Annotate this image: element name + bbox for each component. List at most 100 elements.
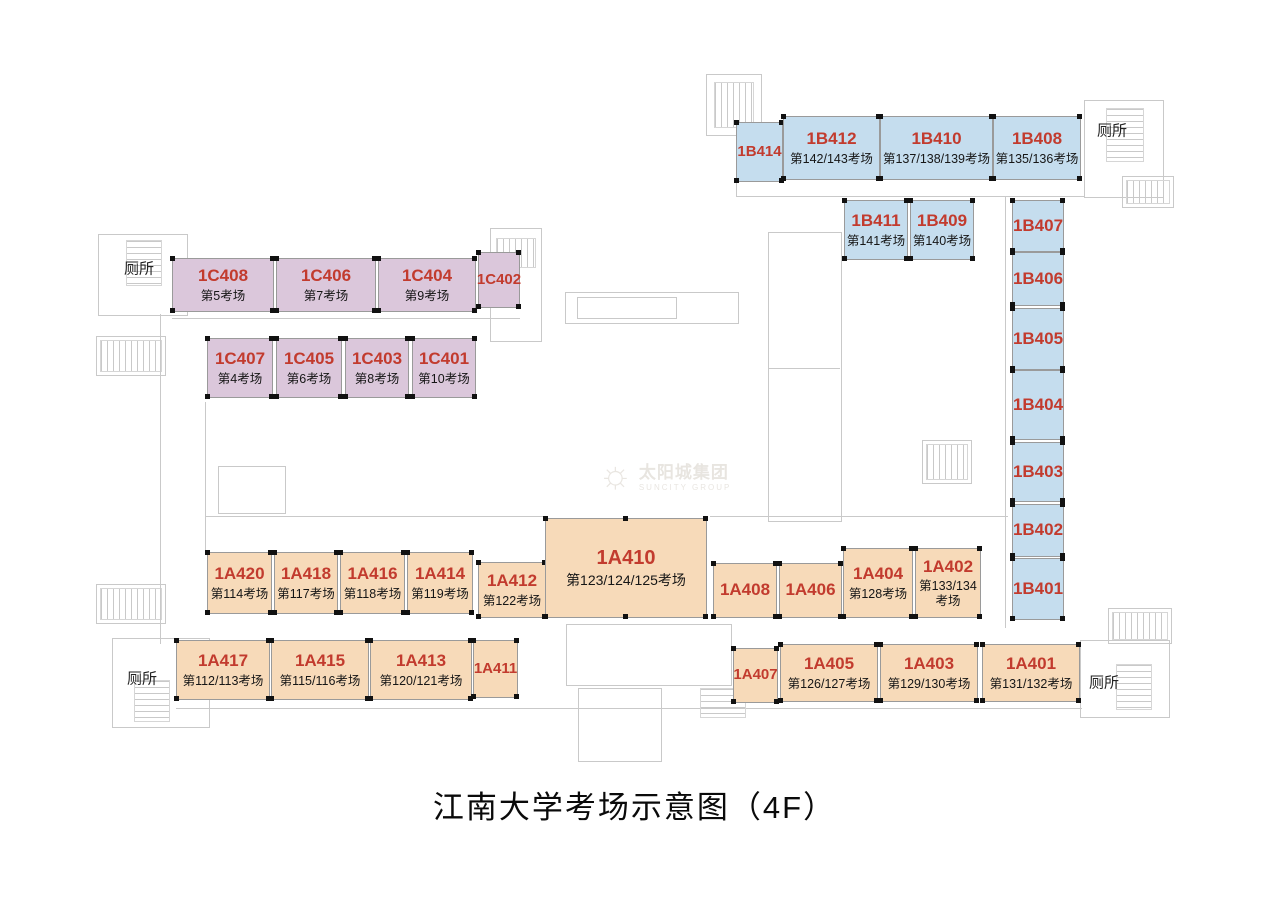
room-exam-label: 第128考场 <box>848 586 908 601</box>
room-1B405: 1B405 <box>1010 306 1065 371</box>
room-exam-label: 第9考场 <box>404 288 450 303</box>
outline-shape <box>172 318 520 319</box>
column-marker <box>205 336 210 341</box>
room-1B404: 1B404 <box>1010 368 1065 441</box>
column-marker <box>781 114 786 119</box>
outline-shape <box>218 466 286 514</box>
sun-icon: ☼ <box>598 454 633 496</box>
column-marker <box>874 698 879 703</box>
outline-shape <box>1108 608 1172 644</box>
column-marker <box>543 614 548 619</box>
column-marker <box>268 550 273 555</box>
column-marker <box>731 699 736 704</box>
room-exam-label: 第8考场 <box>354 371 400 386</box>
room-code: 1B411 <box>851 210 901 230</box>
column-marker <box>170 256 175 261</box>
room-exam-label: 第123/124/125考场 <box>566 572 686 589</box>
column-marker <box>781 176 786 181</box>
column-marker <box>977 546 982 551</box>
outline-shape <box>768 368 840 369</box>
column-marker <box>266 696 271 701</box>
column-marker <box>272 610 277 615</box>
column-marker <box>991 114 996 119</box>
column-marker <box>205 550 210 555</box>
column-marker <box>1060 556 1065 561</box>
column-marker <box>1060 553 1065 558</box>
column-marker <box>1060 302 1065 307</box>
column-marker <box>778 642 783 647</box>
column-marker <box>274 308 279 313</box>
outline-shape <box>160 314 161 644</box>
column-marker <box>472 256 477 261</box>
column-marker <box>842 198 847 203</box>
column-marker <box>1060 440 1065 445</box>
column-marker <box>1060 616 1065 621</box>
column-marker <box>711 614 716 619</box>
column-marker <box>1076 698 1081 703</box>
column-marker <box>514 694 519 699</box>
room-exam-label: 第117考场 <box>277 586 335 601</box>
outline-shape <box>736 196 1084 197</box>
column-marker <box>476 250 481 255</box>
column-marker <box>1010 616 1015 621</box>
room-code: 1A414 <box>414 563 466 583</box>
room-1B402: 1B402 <box>1010 502 1065 558</box>
column-marker <box>274 256 279 261</box>
column-marker <box>913 546 918 551</box>
column-marker <box>878 698 883 703</box>
stairs-icon <box>100 588 162 620</box>
column-marker <box>471 638 476 643</box>
room-code: 1B412 <box>806 128 857 148</box>
outline-shape <box>710 516 1008 517</box>
column-marker <box>269 638 274 643</box>
column-marker <box>472 394 477 399</box>
column-marker <box>774 646 779 651</box>
outline-shape <box>565 292 739 324</box>
column-marker <box>338 394 343 399</box>
column-marker <box>269 336 274 341</box>
room-code: 1A418 <box>280 563 332 583</box>
column-marker <box>476 304 481 309</box>
room-1C404: 1C404 第9考场 <box>376 256 477 313</box>
column-marker <box>1010 553 1015 558</box>
column-marker <box>1010 556 1015 561</box>
column-marker <box>970 198 975 203</box>
toilet-label: 厕所 <box>123 260 155 278</box>
column-marker <box>514 638 519 643</box>
outline-shape <box>96 584 166 624</box>
outline-shape <box>768 232 842 522</box>
outline-shape <box>176 708 1082 709</box>
stairs-icon <box>1112 612 1168 640</box>
stairs-icon <box>1116 664 1152 710</box>
watermark: ☼ 太阳城集团 SUNCITY GROUP <box>598 456 731 494</box>
column-marker <box>904 198 909 203</box>
room-code: 1A420 <box>214 563 265 583</box>
stairs-icon <box>926 444 968 480</box>
outline-shape <box>578 688 662 762</box>
column-marker <box>338 336 343 341</box>
room-code: 1B408 <box>1011 128 1063 148</box>
column-marker <box>334 550 339 555</box>
column-marker <box>773 561 778 566</box>
room-1A404: 1A404 第128考场 <box>841 546 914 619</box>
column-marker <box>170 308 175 313</box>
column-marker <box>909 546 914 551</box>
room-code: 1A410 <box>596 547 656 570</box>
column-marker <box>543 516 548 521</box>
room-code: 1C407 <box>214 348 266 368</box>
room-code: 1C408 <box>197 265 249 285</box>
room-code: 1C404 <box>401 265 453 285</box>
room-code: 1A404 <box>852 563 904 583</box>
column-marker <box>779 120 784 125</box>
column-marker <box>372 308 377 313</box>
room-1A407: 1A407 <box>731 646 779 704</box>
column-marker <box>269 394 274 399</box>
column-marker <box>268 610 273 615</box>
column-marker <box>1060 250 1065 255</box>
column-marker <box>838 561 843 566</box>
